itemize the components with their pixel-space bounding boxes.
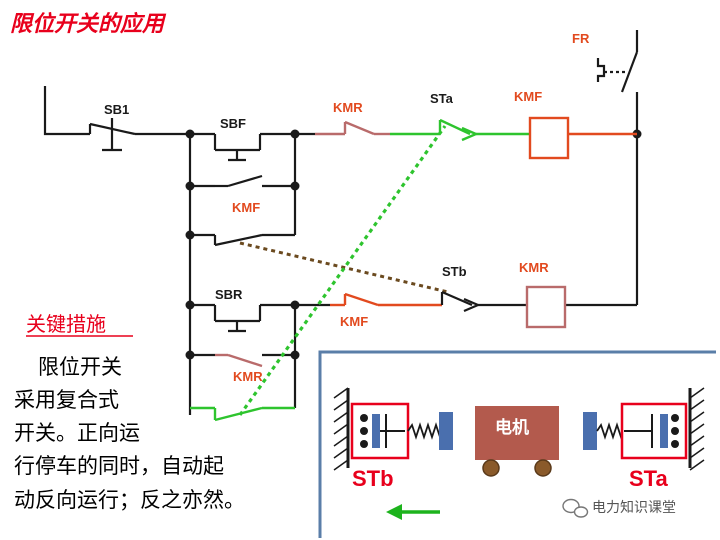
motor-label: 电机: [495, 417, 529, 438]
desc-line-3: 开关。正向运: [14, 421, 140, 445]
sta-limit-switch: [620, 402, 688, 460]
sta-label: STa: [430, 91, 454, 106]
stb-label: STb: [442, 264, 467, 279]
sbr-label: SBR: [215, 287, 243, 302]
sbf-switch: [213, 134, 262, 162]
kmf-hold-contact: [215, 174, 263, 188]
wheel-icon: [482, 459, 500, 477]
circuit-wires: [43, 30, 639, 415]
fr-label: FR: [572, 31, 590, 46]
kmf-coil-label: KMF: [514, 89, 542, 104]
sta-nc-lower: [190, 406, 295, 422]
desc-line-1: 限位开关: [38, 355, 122, 379]
sta-linkage: [238, 125, 447, 416]
desc-line-2: 采用复合式: [14, 388, 119, 412]
sta-switch: [438, 118, 530, 142]
sta-position-label: STa: [629, 466, 668, 491]
kmr-hold-contact: [215, 353, 263, 368]
kmr-interlock-contact: [315, 120, 390, 136]
stb-no-contact: [440, 290, 527, 313]
kmr-coil-label: KMR: [519, 260, 549, 275]
stb-linkage: [239, 241, 449, 294]
wechat-icon: [562, 498, 589, 518]
spring-icon: [407, 422, 444, 440]
page-title: 限位开关的应用: [10, 11, 167, 37]
right-plunger: [583, 412, 597, 450]
kmf-interlock-contact: [330, 292, 442, 307]
kmr-top-label: KMR: [333, 100, 363, 115]
key-measures-heading: 关键措施: [26, 312, 106, 336]
stb-nc-contact: [213, 233, 263, 247]
sbf-label: SBF: [220, 116, 246, 131]
kmr-hold-label: KMR: [233, 369, 263, 384]
sb1-switch: [88, 118, 136, 152]
mechanism-panel-border: [318, 350, 716, 538]
left-plunger: [439, 412, 453, 450]
kmf-interlock-label: KMF: [340, 314, 368, 329]
kmf-hold-label: KMF: [232, 200, 260, 215]
fr-contact: [596, 51, 639, 93]
wheel-icon-right: [534, 459, 552, 477]
stb-position-label: STb: [352, 466, 394, 491]
right-wall: [688, 387, 705, 471]
left-wall: [333, 387, 350, 471]
junction-dots: [185, 129, 642, 360]
kmf-coil: [528, 116, 570, 160]
desc-line-5: 动反向运行；反之亦然。: [14, 488, 245, 512]
watermark-text: 电力知识课堂: [592, 499, 676, 516]
stb-limit-switch: [350, 402, 410, 460]
motor-cart: [475, 406, 559, 460]
spring-icon-right: [596, 422, 625, 440]
sbr-switch: [213, 305, 262, 333]
arrow-left-icon: [386, 504, 440, 520]
kmr-coil: [525, 285, 567, 329]
sb1-label: SB1: [104, 102, 129, 117]
desc-line-4: 行停车的同时，自动起: [14, 454, 224, 478]
